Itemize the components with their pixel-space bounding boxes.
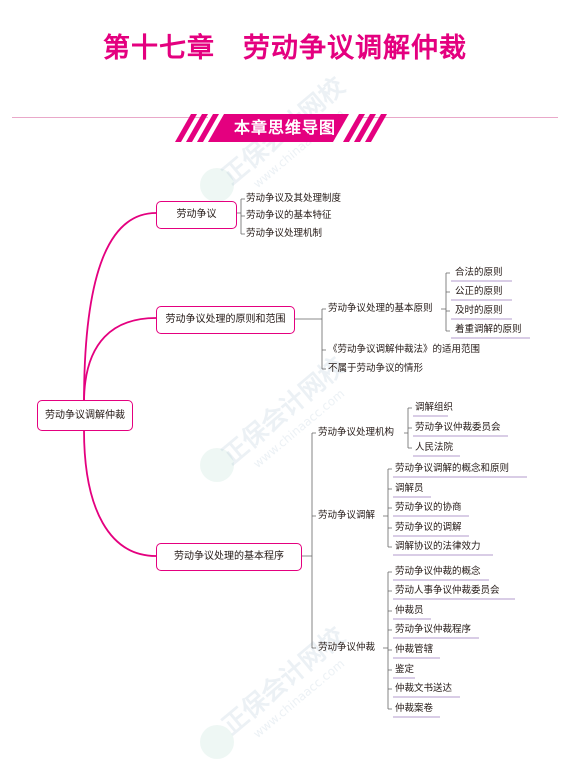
leaf-item: 《劳动争议调解仲裁法》的适用范围	[328, 344, 481, 355]
divider-left	[12, 117, 208, 118]
leaf-item: 劳动争议处理机制	[246, 228, 323, 239]
leaf-item: 及时的原则	[455, 305, 503, 316]
sub-node-basic-principles: 劳动争议处理的基本原则	[328, 303, 433, 314]
watermark-logo	[200, 448, 234, 482]
leaf-item: 仲裁员	[395, 605, 424, 616]
root-node: 劳动争议调解仲裁	[37, 400, 133, 431]
branch-labor-dispute: 劳动争议	[156, 201, 237, 229]
leaf-item: 调解协议的法律效力	[395, 541, 481, 552]
leaf-item: 调解组织	[415, 402, 454, 413]
leaf-item: 仲裁文书送达	[395, 683, 453, 694]
divider-right	[362, 117, 558, 118]
sub-node-mediation: 劳动争议调解	[318, 510, 376, 521]
leaf-item: 劳动人事争议仲裁委员会	[395, 585, 500, 596]
branch-principles-scope: 劳动争议处理的原则和范围	[156, 306, 295, 334]
branch-label: 劳动争议	[176, 209, 217, 220]
chapter-number: 第十七章	[103, 33, 215, 64]
branch-label: 劳动争议处理的基本程序	[174, 551, 284, 562]
leaf-item: 劳动争议的基本特征	[246, 210, 332, 221]
leaf-item: 劳动争议的协商	[395, 502, 462, 513]
leaf-item: 人民法院	[415, 442, 454, 453]
watermark-logo	[200, 725, 234, 759]
watermark-logo	[200, 168, 234, 202]
sub-node-institutions: 劳动争议处理机构	[318, 427, 395, 438]
section-banner: 本章思维导图	[233, 118, 336, 137]
leaf-item: 鉴定	[395, 664, 415, 675]
leaf-item: 公正的原则	[455, 286, 503, 297]
branch-label: 劳动争议处理的原则和范围	[165, 314, 286, 325]
leaf-item: 劳动争议的调解	[395, 522, 462, 533]
leaf-item: 仲裁管辖	[395, 644, 434, 655]
banner-graphic	[175, 114, 387, 142]
leaf-item: 不属于劳动争议的情形	[328, 363, 424, 374]
root-node-label: 劳动争议调解仲裁	[45, 410, 125, 421]
leaf-item: 劳动争议仲裁的概念	[395, 566, 481, 577]
chapter-title: 第十七章劳动争议调解仲裁	[0, 26, 570, 65]
sub-node-arbitration: 劳动争议仲裁	[318, 642, 376, 653]
leaf-item: 调解员	[395, 483, 424, 494]
leaf-item: 劳动争议仲裁程序	[395, 624, 472, 635]
leaf-item: 劳动争议仲裁委员会	[415, 422, 501, 433]
leaf-item: 劳动争议调解的概念和原则	[395, 463, 510, 474]
branch-basic-procedure: 劳动争议处理的基本程序	[156, 543, 302, 571]
leaf-item: 仲裁案卷	[395, 703, 434, 714]
chapter-name: 劳动争议调解仲裁	[243, 33, 467, 64]
leaf-item: 合法的原则	[455, 267, 503, 278]
leaf-item: 劳动争议及其处理制度	[246, 193, 342, 204]
leaf-item: 着重调解的原则	[455, 324, 522, 335]
